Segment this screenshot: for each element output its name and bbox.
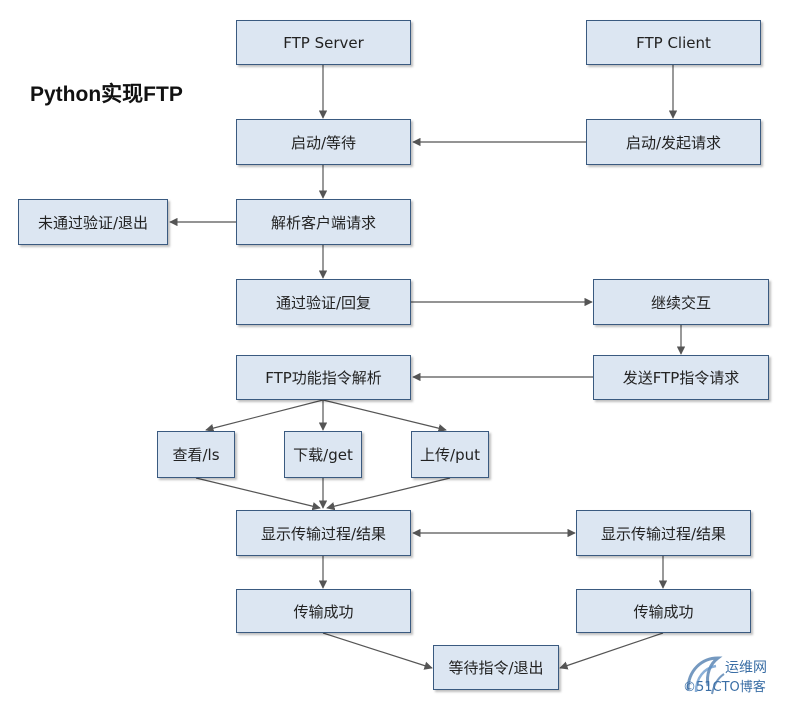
node-show-progress-client: 显示传输过程/结果 (576, 510, 751, 556)
node-wait-exit: 等待指令/退出 (433, 645, 559, 690)
node-success-server: 传输成功 (236, 589, 411, 633)
watermark-text: ©51CTO博客 (683, 680, 766, 695)
node-client-start: 启动/发起请求 (586, 119, 761, 165)
edge-cmdparse-to-put (322, 399, 447, 433)
node-send-cmd: 发送FTP指令请求 (593, 355, 769, 400)
node-server-start: 启动/等待 (236, 119, 411, 165)
node-parse-request: 解析客户端请求 (236, 199, 411, 245)
node-ls: 查看/ls (157, 431, 235, 478)
node-auth-fail: 未通过验证/退出 (18, 199, 168, 245)
edge-ls-to-progress (195, 477, 321, 511)
edge-success-server-to-wait (322, 632, 433, 670)
node-ftp-server: FTP Server (236, 20, 411, 65)
edge-cmdparse-to-ls (205, 399, 324, 433)
diagram-title: Python实现FTP (30, 83, 183, 106)
watermark-site: 运维网 (725, 660, 767, 676)
node-continue: 继续交互 (593, 279, 769, 325)
node-cmd-parse: FTP功能指令解析 (236, 355, 411, 400)
node-auth-pass: 通过验证/回复 (236, 279, 411, 325)
edge-put-to-progress (326, 477, 451, 511)
node-get: 下载/get (284, 431, 362, 478)
edge-success-client-to-wait (559, 632, 664, 670)
node-show-progress-server: 显示传输过程/结果 (236, 510, 411, 556)
watermark-logo-icon (686, 656, 725, 695)
node-ftp-client: FTP Client (586, 20, 761, 65)
node-put: 上传/put (411, 431, 489, 478)
node-success-client: 传输成功 (576, 589, 751, 633)
